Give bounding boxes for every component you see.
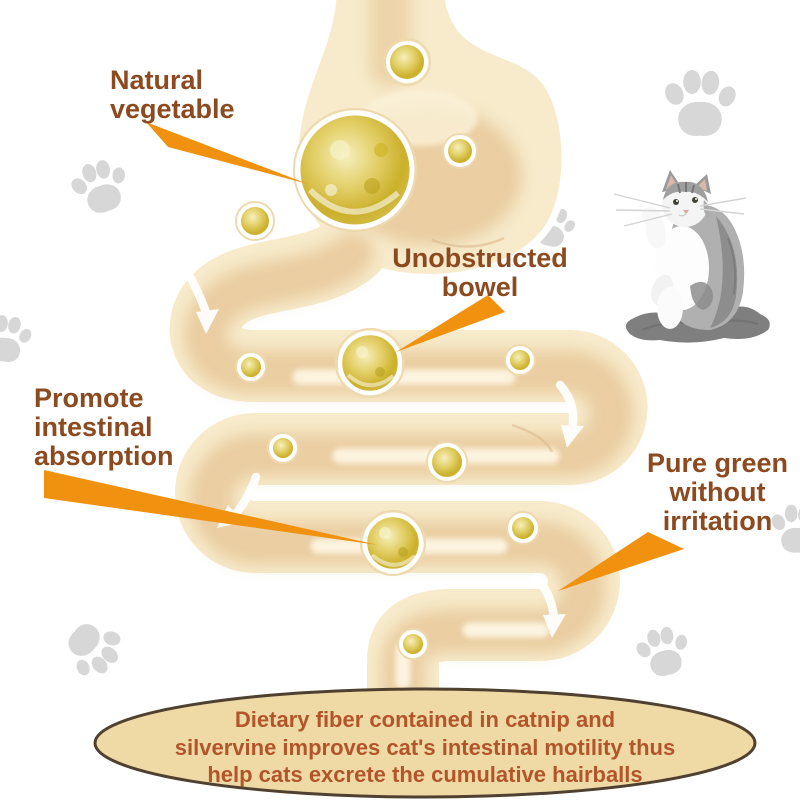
callout-pointer: [44, 470, 378, 545]
callout-line: Promote: [34, 383, 144, 413]
callout-line: without: [669, 476, 766, 507]
herbal-ball-icon: [442, 133, 478, 169]
herbal-ball-icon: [235, 201, 275, 241]
herbal-ball-icon: [335, 328, 405, 398]
paw-print-icon: [630, 621, 697, 682]
flow-arrow-icon: [531, 572, 566, 638]
herbal-ball-icon: [506, 511, 540, 545]
cat-front-leg: [657, 287, 683, 329]
paw-print-icon: [661, 69, 739, 136]
herbal-balls: [235, 38, 540, 660]
paw-print-icon: [54, 609, 133, 689]
callout-pointer: [558, 532, 684, 591]
flow-arrow-icon: [555, 380, 584, 448]
callout-promote-absorption: Promote intestinal absorption: [34, 384, 174, 471]
callout-line: Unobstructed: [392, 243, 568, 273]
cat-head: [613, 170, 747, 227]
callout-line: vegetable: [110, 93, 235, 124]
cat-image: [613, 170, 770, 343]
callout-line: intestinal: [34, 411, 153, 442]
paw-print-icon: [64, 152, 137, 221]
intestine-folds: [431, 236, 554, 453]
footer-description: Dietary fiber contained in catnip and si…: [105, 706, 745, 789]
footer-line: help cats excrete the cumulative hairbal…: [207, 762, 643, 788]
herbal-ball-icon: [383, 38, 431, 86]
cat-nose: [683, 210, 689, 214]
herbal-ball-icon: [397, 628, 429, 660]
callout-line: absorption: [34, 440, 174, 471]
footer-line: Dietary fiber contained in catnip and: [234, 707, 616, 732]
callout-pointer: [396, 295, 505, 352]
callout-line: Natural: [110, 65, 204, 95]
herbal-ball-icon: [235, 351, 267, 383]
cat-raised-paw: [642, 206, 666, 249]
cat-whiskers: [613, 193, 747, 227]
herbal-ball-icon: [360, 510, 426, 576]
callout-unobstructed-bowel: Unobstructed bowel: [365, 244, 595, 302]
callout-line: irritation: [662, 505, 773, 536]
flow-arrow-icon: [179, 261, 219, 334]
herbal-ball-icon: [504, 344, 536, 376]
callout-line: Pure green: [646, 448, 789, 478]
callout-natural-vegetable: Natural vegetable: [110, 66, 235, 124]
callout-pure-green: Pure green without irritation: [620, 449, 800, 536]
herbal-ball-icon: [426, 441, 468, 483]
callout-pointers: [44, 122, 684, 591]
callout-pointer: [146, 122, 308, 184]
callout-line: bowel: [441, 271, 519, 302]
herbal-ball-icon: [267, 432, 299, 464]
paw-print-icon: [0, 313, 36, 365]
footer-oval: [93, 687, 757, 799]
footer-line: silvervine improves cat's intestinal mot…: [174, 734, 676, 760]
herbal-ball-icon: [293, 108, 417, 232]
